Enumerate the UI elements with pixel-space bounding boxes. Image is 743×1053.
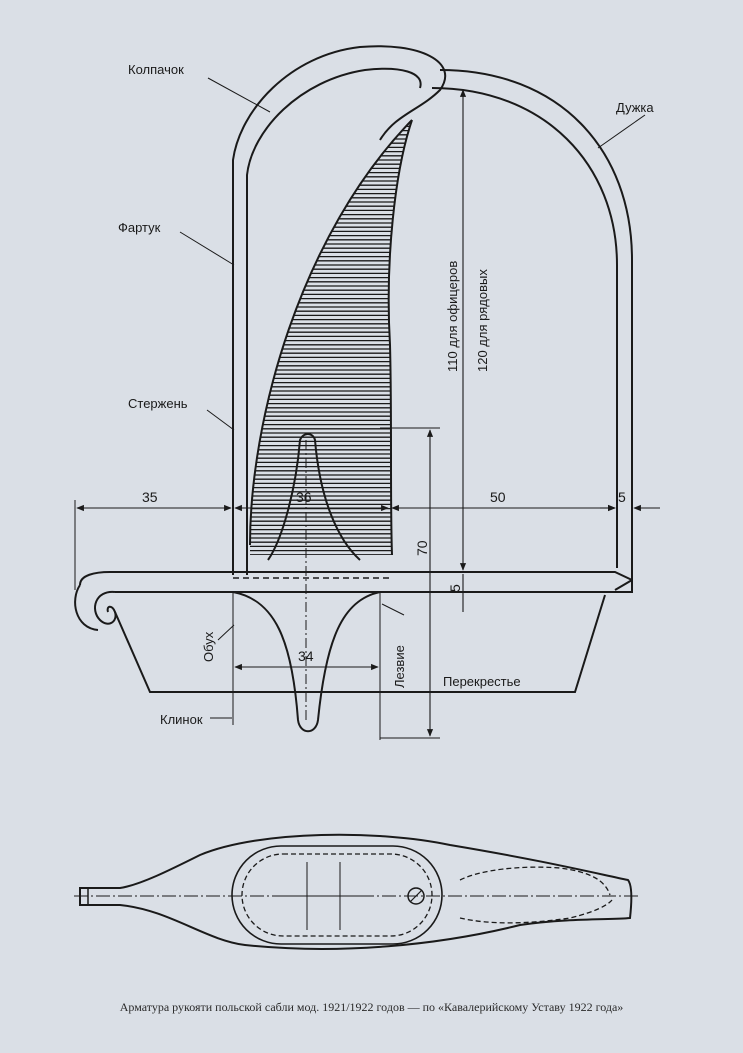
- label-dujka: Дужка: [616, 100, 654, 115]
- guard-lower: [114, 594, 606, 693]
- dim-34: 34: [298, 648, 314, 664]
- label-perekrestie: Перекрестье: [443, 674, 521, 689]
- quillon-left: [74, 584, 99, 631]
- tang: [267, 433, 361, 561]
- dim-5b: 5: [447, 584, 463, 592]
- grip-back: [249, 119, 413, 546]
- dim-70: 70: [414, 540, 430, 556]
- label-fartuk: Фартук: [118, 220, 161, 235]
- dim-50: 50: [490, 489, 506, 505]
- dim-120-ranks: 120 для рядовых: [475, 269, 490, 372]
- knuckle-bow-inner: [431, 87, 618, 568]
- label-klinok: Клинок: [160, 712, 203, 727]
- figure-caption: Арматура рукояти польской сабли мод. 192…: [119, 1000, 624, 1014]
- dim-36: 36: [296, 489, 312, 505]
- knuckle-bow-outer: [439, 69, 633, 591]
- label-obukh: Обух: [201, 631, 216, 662]
- label-kolpachok: Колпачок: [128, 62, 184, 77]
- quillon-curl: [94, 590, 117, 625]
- dim-35: 35: [142, 489, 158, 505]
- label-lezvie: Лезвие: [392, 645, 407, 688]
- plan-view: [74, 833, 640, 950]
- backstrap-inner: [246, 67, 422, 575]
- crossguard-top: [79, 571, 633, 593]
- dim-110-officers: 110 для офицеров: [445, 261, 460, 372]
- dim-5a: 5: [618, 489, 626, 505]
- blade-shoulder: [232, 591, 381, 733]
- label-sterzhen: Стержень: [128, 396, 188, 411]
